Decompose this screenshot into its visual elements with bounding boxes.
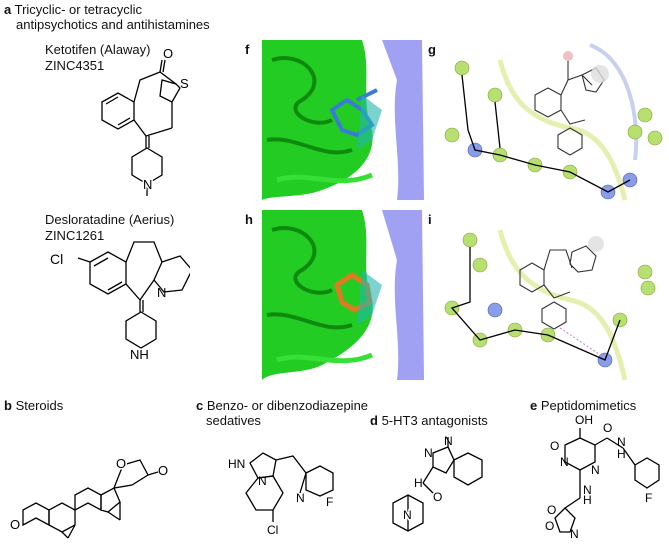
pm-atom-f: F (645, 491, 652, 505)
panel-c-heading: c Benzo- or dibenzodiazepine (196, 398, 368, 413)
steroid-atom-o1: O (10, 517, 20, 532)
panel-letter-h: h (245, 212, 253, 227)
bzd-atom-n2: N (296, 491, 305, 505)
panel-c-title-line2: sedatives (206, 413, 261, 428)
panel-a-title-line2: antipsychotics and antihistamines (16, 17, 210, 32)
ketotifen-zinc-id: ZINC4351 (45, 58, 105, 73)
desloratadine-name: Desloratadine (Aerius) (45, 212, 175, 227)
panel-letter-d: d (370, 413, 378, 428)
benzodiazepine-structure: HN N N Cl F (228, 452, 334, 537)
docking-pose-f (262, 40, 424, 200)
steroid-structure: O O O (10, 455, 168, 539)
setron-atom-n3: N (403, 508, 412, 522)
pm-atom-o3: O (547, 503, 556, 517)
ketotifen-structure: O S N (101, 46, 189, 196)
steroid-atom-o3: O (158, 463, 168, 478)
pm-atom-n1: N (560, 455, 569, 469)
panel-c-title-line1: Benzo- or dibenzodiazepine (206, 398, 369, 413)
panel-d-heading: d 5-HT3 antagonists (370, 413, 488, 428)
pm-atom-h1: H (617, 447, 626, 461)
pm-atom-oh: OH (575, 413, 593, 427)
panel-letter-b: b (4, 398, 12, 413)
interaction-diagram-g (444, 43, 663, 201)
pm-atom-o2: O (603, 421, 612, 435)
pm-atom-n3: N (617, 435, 626, 449)
panel-letter-f: f (245, 42, 250, 57)
desloratadine-structure: Cl N NH (50, 241, 190, 364)
steroid-atom-o2: O (116, 456, 126, 471)
bzd-atom-cl: Cl (267, 523, 278, 537)
pm-atom-o1: O (550, 439, 559, 453)
pm-atom-n2: N (591, 463, 600, 477)
desloratadine-atom-n: N (157, 285, 166, 300)
desloratadine-zinc-id: ZINC1261 (45, 228, 105, 243)
bzd-atom-f: F (326, 495, 333, 509)
ketotifen-atom-n: N (143, 177, 152, 192)
bzd-atom-hn: HN (228, 457, 245, 471)
panel-letter-a: a (4, 2, 12, 17)
panel-letter-c: c (196, 398, 204, 413)
bzd-atom-n1: N (258, 474, 267, 488)
ketotifen-atom-o: O (163, 46, 173, 61)
panel-e-title: Peptidomimetics (540, 398, 637, 413)
peptidomimetic-structure: OH O O N N H N H N N O O F (545, 413, 660, 541)
panel-e-heading: e Peptidomimetics (530, 398, 636, 413)
setron-atom-o: O (433, 490, 442, 504)
pm-atom-o4: O (545, 519, 554, 533)
docking-pose-h (262, 210, 424, 380)
panel-letter-g: g (428, 42, 436, 57)
panel-b-heading: b Steroids (4, 398, 63, 413)
panel-b-title: Steroids (15, 398, 64, 413)
pm-atom-n5: N (570, 527, 579, 541)
panel-letter-e: e (530, 398, 538, 413)
desloratadine-atom-nh: NH (130, 347, 149, 362)
setron-structure: N N O H N (392, 435, 483, 532)
panel-d-title: 5-HT3 antagonists (381, 413, 488, 428)
pm-atom-n4: N (583, 483, 592, 497)
setron-atom-h: H (414, 476, 423, 490)
setron-atom-n2: N (444, 435, 453, 448)
setron-atom-n1: N (424, 446, 433, 460)
ketotifen-atom-s: S (180, 76, 189, 91)
ketotifen-name: Ketotifen (Alaway) (45, 42, 151, 57)
desloratadine-atom-cl: Cl (50, 251, 63, 267)
panel-a-heading: a Tricyclic- or tetracyclic (4, 2, 142, 17)
panel-a-title-line1: Tricyclic- or tetracyclic (14, 2, 142, 17)
interaction-diagram-i (444, 229, 656, 381)
pm-atom-h2: H (583, 493, 592, 507)
panel-letter-i: i (428, 212, 432, 227)
